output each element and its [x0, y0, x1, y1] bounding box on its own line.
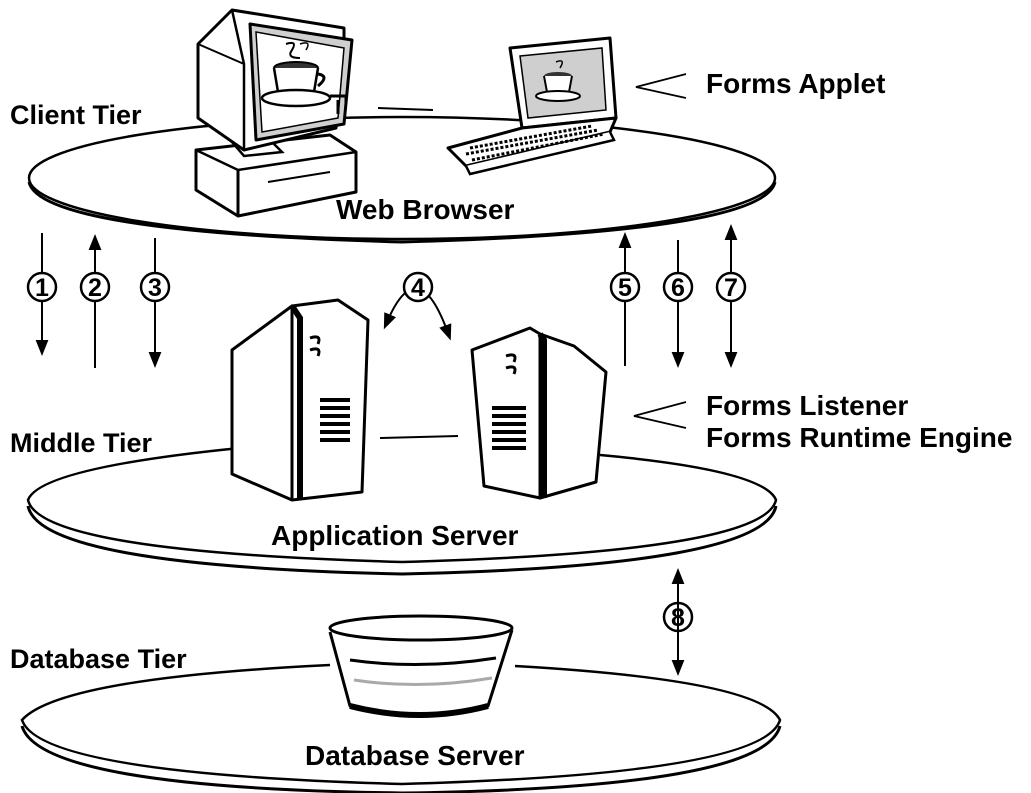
server-tower-icon	[470, 326, 608, 500]
desktop-computer-icon	[194, 8, 358, 218]
svg-text:3: 3	[148, 274, 162, 302]
server-tower-icon	[230, 298, 370, 502]
coffee-cup-icon	[260, 41, 348, 114]
step-marker-2: 2	[79, 271, 111, 303]
database-tier-label: Database Tier	[10, 644, 187, 674]
svg-text:7: 7	[724, 274, 738, 302]
laptop-coffee-cup-icon	[535, 60, 581, 102]
client-link-line	[377, 107, 434, 111]
step-marker-5: 5	[609, 271, 641, 303]
svg-text:2: 2	[88, 274, 102, 302]
svg-text:1: 1	[35, 274, 49, 302]
laptop-computer-icon	[446, 36, 618, 176]
database-bucket-icon	[328, 614, 514, 718]
svg-text:4: 4	[411, 274, 425, 302]
database-tier-platform	[20, 663, 782, 793]
application-server-label: Application Server	[271, 520, 519, 551]
forms-listener-callout: Forms Listener Forms Runtime Engine	[633, 390, 1012, 453]
web-browser-label: Web Browser	[336, 194, 515, 225]
database-server-label: Database Server	[305, 740, 525, 771]
step-marker-4: 4	[402, 271, 434, 303]
middle-tier-label: Middle Tier	[10, 428, 153, 458]
forms-applet-label: Forms Applet	[706, 68, 885, 99]
svg-text:6: 6	[671, 274, 685, 302]
svg-text:5: 5	[618, 274, 632, 302]
client-tier-label: Client Tier	[10, 100, 142, 130]
step-marker-7: 7	[715, 271, 747, 303]
step-marker-1: 1	[26, 271, 58, 303]
step-marker-6: 6	[662, 271, 694, 303]
forms-listener-label: Forms Listener	[706, 390, 908, 421]
step-marker-3: 3	[139, 271, 171, 303]
middle-tier-platform	[26, 446, 778, 576]
forms-runtime-engine-label: Forms Runtime Engine	[706, 422, 1012, 453]
server-link-line	[379, 435, 459, 439]
forms-applet-callout: Forms Applet	[635, 68, 885, 99]
